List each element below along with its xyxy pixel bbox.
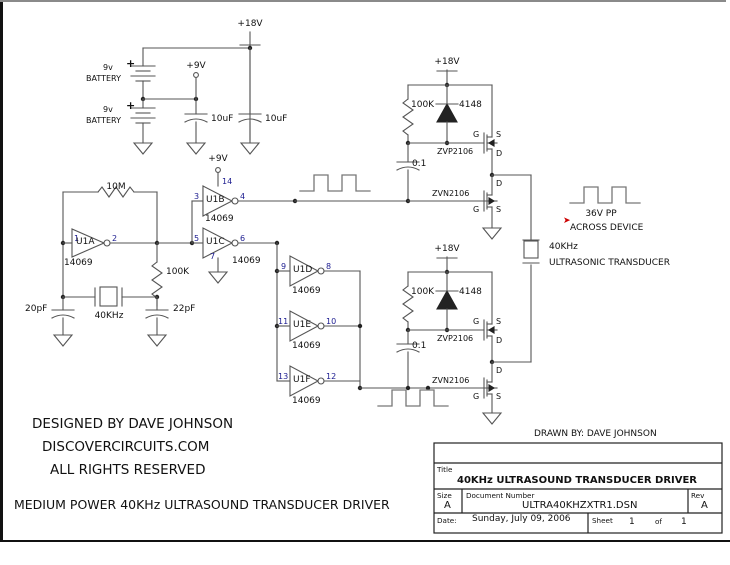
- u1b-vdd-label: +9V: [208, 154, 228, 164]
- title-block-title: 40KHz ULTRASOUND TRANSDUCER DRIVER: [457, 475, 698, 486]
- driver-bottom-pmos-drain-pin: D: [496, 336, 503, 345]
- driver-bottom-nmos-gate-pin: G: [473, 392, 480, 401]
- sheet-of-label: of: [655, 517, 662, 526]
- date-value: Sunday, July 09, 2006: [472, 514, 571, 524]
- u1b-pin-vdd: 14: [222, 177, 233, 186]
- docnum-value: ULTRA40KHZXTR1.DSN: [522, 500, 638, 511]
- size-value: A: [444, 500, 451, 511]
- u1a-part: 14069: [64, 258, 93, 268]
- u1a-pin-in: 1: [74, 234, 80, 243]
- sheet-caption: MEDIUM POWER 40KHz ULTRASOUND TRANSDUCER…: [14, 497, 390, 512]
- cap-in-value: 20pF: [25, 304, 48, 314]
- driver-top-nmos-drain-pin: D: [496, 179, 503, 188]
- driver-top-nmos-source-pin: S: [496, 205, 502, 214]
- battery2-plus-sign: +: [126, 99, 136, 112]
- battery2-label: BATTERY: [86, 116, 121, 125]
- u1a-ref: U1A: [76, 237, 95, 247]
- u1f-ref: U1F: [293, 375, 311, 385]
- title-caption: Title: [437, 465, 453, 474]
- rev-caption: Rev: [691, 491, 705, 500]
- driver-bottom-pmos-source-pin: S: [496, 317, 502, 326]
- battery1-plus-sign: +: [126, 57, 136, 70]
- driver-top-nmos-gate-pin: G: [473, 205, 480, 214]
- u1b-ref: U1B: [206, 195, 225, 205]
- u1c-ref: U1C: [206, 237, 225, 247]
- u1f-part: 14069: [292, 396, 321, 406]
- driver-bottom-nmos-label: ZVN2106: [432, 376, 470, 385]
- driver-bottom-cap-value: 0.1: [412, 341, 427, 351]
- driver-top-pmos-label: ZVP2106: [437, 147, 474, 156]
- driver-top-cap-value: 0.1: [412, 159, 427, 169]
- cap-out-value: 22pF: [173, 304, 196, 314]
- u1f-pin-out: 12: [326, 372, 337, 381]
- cap-9v-value: 10uF: [211, 114, 234, 124]
- u1c-part: 14069: [232, 256, 261, 266]
- driver-top-pullup-value: 100K: [411, 100, 435, 110]
- u1e-pin-in: 11: [278, 317, 289, 326]
- driver-bottom-rail-label: +18V: [434, 244, 460, 254]
- u1c-pin-in: 5: [194, 234, 200, 243]
- driver-top-nmos-label: ZVN2106: [432, 189, 470, 198]
- credit-line-1: DESIGNED BY DAVE JOHNSON: [32, 416, 234, 432]
- label-rail-9v-top: +9V: [186, 61, 206, 71]
- driver-bottom-pmos-gate-pin: G: [473, 317, 480, 326]
- sheet-border-top: [0, 0, 726, 2]
- u1b-part: 14069: [205, 214, 234, 224]
- u1c-pin-vss: 7: [210, 252, 216, 261]
- driver-bottom-pullup-value: 100K: [411, 287, 435, 297]
- u1d-part: 14069: [292, 286, 321, 296]
- load-device-label: ULTRASONIC TRANSDUCER: [549, 258, 670, 268]
- battery2-value: 9v: [103, 105, 113, 114]
- sheet-caption-label: Sheet: [592, 516, 613, 525]
- u1f-pin-in: 13: [278, 372, 289, 381]
- driver-bottom-diode-value: 4148: [459, 287, 482, 297]
- u1e-pin-out: 10: [326, 317, 337, 326]
- u1b-pin-in: 3: [194, 192, 200, 201]
- drawn-by-label: DRAWN BY: DAVE JOHNSON: [534, 429, 657, 439]
- load-freq-label: 40KHz: [549, 242, 578, 252]
- u1b-pin-out: 4: [240, 192, 246, 201]
- crystal-value: 40KHz: [94, 311, 124, 321]
- series-resistor-value: 100K: [166, 267, 190, 277]
- feedback-resistor-value: 10M: [106, 182, 126, 192]
- u1c-pin-out: 6: [240, 234, 246, 243]
- u1d-ref: U1D: [293, 265, 313, 275]
- driver-top-pmos-source-pin: S: [496, 130, 502, 139]
- date-caption: Date:: [437, 516, 457, 525]
- u1a-pin-out: 2: [112, 234, 118, 243]
- credit-line-3: ALL RIGHTS RESERVED: [50, 462, 206, 478]
- credit-line-2: DISCOVERCIRCUITS.COM: [42, 439, 210, 455]
- driver-bottom-nmos-source-pin: S: [496, 392, 502, 401]
- load-arrow-icon: ➤: [563, 216, 571, 226]
- driver-top-diode-value: 4148: [459, 100, 482, 110]
- rev-value: A: [701, 500, 708, 511]
- sheet-number: 1: [629, 517, 635, 527]
- label-rail-18v-top: +18V: [237, 19, 263, 29]
- battery1-label: BATTERY: [86, 74, 121, 83]
- driver-bottom-nmos-drain-pin: D: [496, 366, 503, 375]
- u1e-ref: U1E: [293, 320, 311, 330]
- u1e-part: 14069: [292, 341, 321, 351]
- load-amplitude-label: 36V PP: [585, 209, 617, 219]
- u1d-pin-in: 9: [281, 262, 287, 271]
- driver-bottom-pmos-label: ZVP2106: [437, 334, 474, 343]
- driver-top-rail-label: +18V: [434, 57, 460, 67]
- driver-top-pmos-gate-pin: G: [473, 130, 480, 139]
- battery1-value: 9v: [103, 63, 113, 72]
- size-caption: Size: [437, 491, 452, 500]
- load-across-label: ACROSS DEVICE: [570, 223, 644, 233]
- cap-18v-value: 10uF: [265, 114, 288, 124]
- docnum-caption: Document Number: [466, 491, 535, 500]
- sheet-border-bottom: [0, 540, 730, 542]
- u1d-pin-out: 8: [326, 262, 332, 271]
- sheet-total: 1: [681, 517, 687, 527]
- driver-top-pmos-drain-pin: D: [496, 149, 503, 158]
- sheet-border-left: [0, 0, 3, 542]
